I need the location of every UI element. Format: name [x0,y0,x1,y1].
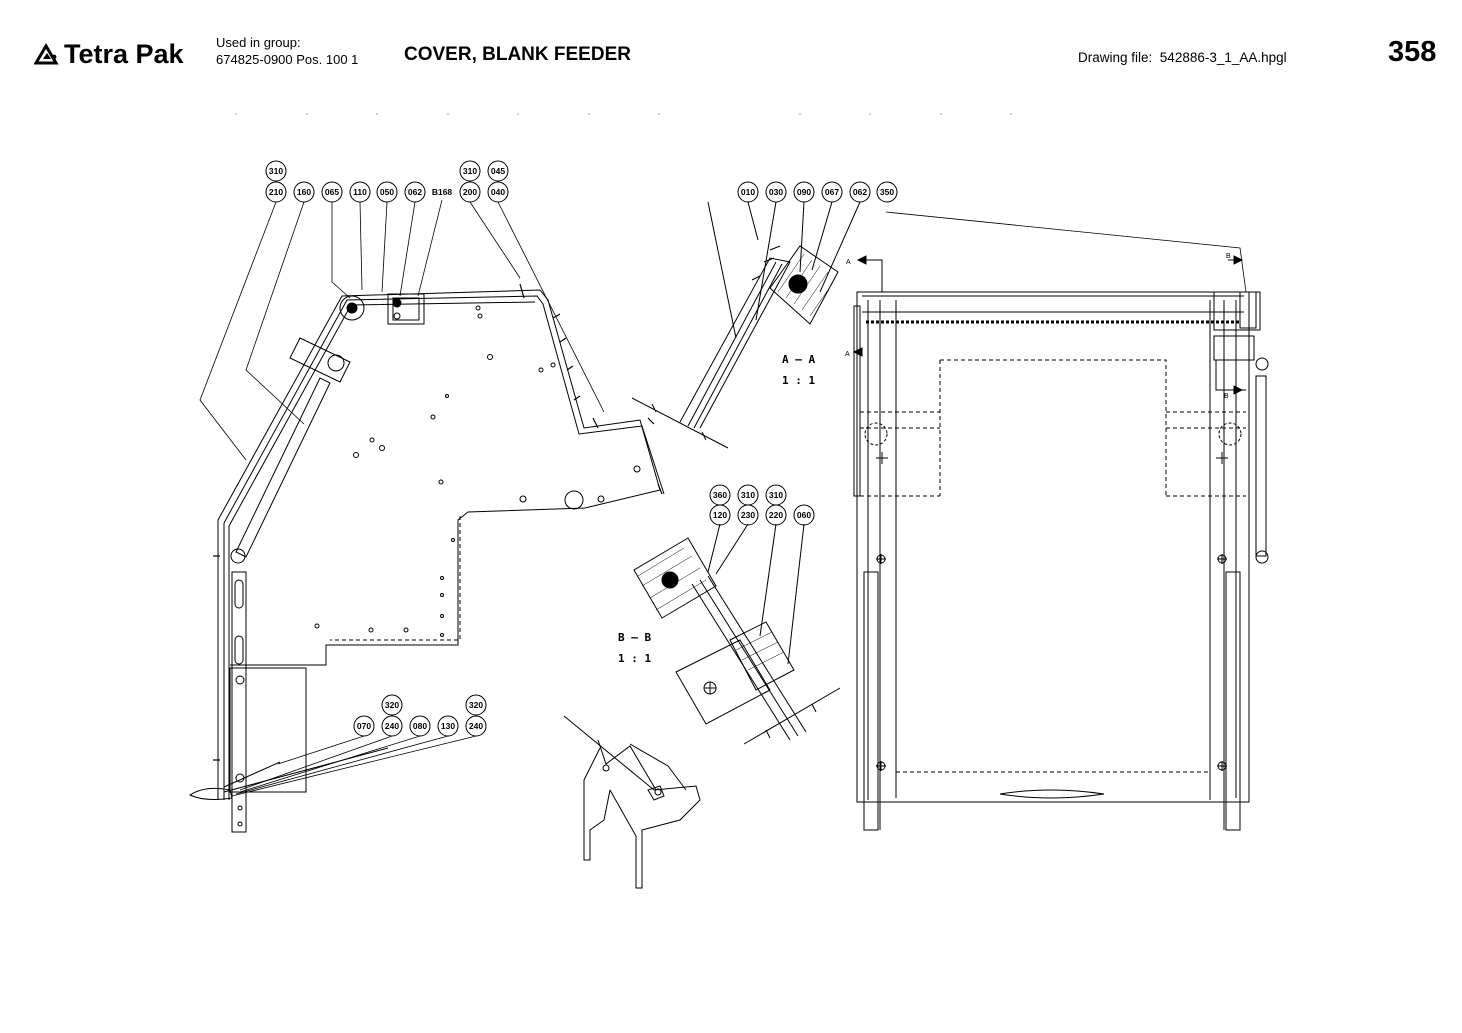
brand-name: Tetra Pak [64,39,184,69]
svg-text:010: 010 [741,187,755,197]
svg-text:350: 350 [880,187,894,197]
svg-text:065: 065 [325,187,339,197]
svg-text:090: 090 [797,187,811,197]
svg-text:240: 240 [469,721,483,731]
svg-text:067: 067 [825,187,839,197]
balloon-310-d: 310 [765,484,787,506]
tetra-pak-logo-icon [34,43,59,65]
balloon-030: 030 [765,181,787,203]
svg-text:B168: B168 [432,187,453,197]
balloon-220: 220 [765,504,787,526]
section-bb-scale: 1 : 1 [618,652,651,665]
balloon-350: 350 [876,181,898,203]
balloon-070: 070 [353,715,375,737]
used-in-group-value: 674825-0900 Pos. 100 1 [216,52,359,67]
svg-text:060: 060 [797,510,811,520]
balloon-045: 045 [487,160,509,182]
svg-text:080: 080 [413,721,427,731]
balloon-240-a: 240 [381,715,403,737]
page-title: COVER, BLANK FEEDER [404,44,631,65]
svg-text:130: 130 [441,721,455,731]
balloon-040: 040 [487,181,509,203]
side-view-leaders [199,199,605,797]
section-aa: A – A 1 : 1 [631,201,861,449]
page-number: 358 [1388,36,1437,68]
side-view [188,283,665,833]
balloon-067: 067 [821,181,843,203]
arrow-b-top: B [1226,253,1231,260]
balloon-230: 230 [737,504,759,526]
svg-text:045: 045 [491,166,505,176]
svg-text:220: 220 [769,510,783,520]
balloon-110: 110 [349,181,371,203]
drawing-file-label: Drawing file: [1078,50,1153,65]
balloon-010: 010 [737,181,759,203]
item-balloons: 310 210 160 065 110 050 062 B168 310 045… [265,160,898,737]
balloon-240-b: 240 [465,715,487,737]
svg-text:200: 200 [463,187,477,197]
svg-text:310: 310 [463,166,477,176]
svg-text:120: 120 [713,510,727,520]
balloon-310-a: 310 [265,160,287,182]
svg-text:310: 310 [269,166,283,176]
section-aa-scale: 1 : 1 [782,374,815,387]
svg-text:310: 310 [769,490,783,500]
svg-text:310: 310 [741,490,755,500]
svg-text:160: 160 [297,187,311,197]
svg-text:110: 110 [353,187,367,197]
balloon-310-c: 310 [737,484,759,506]
balloon-200: 200 [459,181,481,203]
balloon-050: 050 [376,181,398,203]
top-dot-row [235,113,1012,115]
drawing-file: Drawing file: 542886-3_1_AA.hpgl [1078,50,1287,65]
section-aa-label: A – A [782,353,815,366]
balloon-130: 130 [437,715,459,737]
balloon-090: 090 [793,181,815,203]
drawing-file-value: 542886-3_1_AA.hpgl [1159,50,1287,65]
svg-text:230: 230 [741,510,755,520]
front-view: A A B B [845,211,1269,831]
balloon-062-a: 062 [404,181,426,203]
balloon-060: 060 [793,504,815,526]
svg-text:050: 050 [380,187,394,197]
arrow-a-top: A [846,259,851,266]
brand: Tetra Pak [34,38,184,70]
svg-text:320: 320 [385,700,399,710]
arrow-a-bottom: A [845,351,850,358]
svg-text:040: 040 [491,187,505,197]
svg-text:320: 320 [469,700,483,710]
balloon-062-b: 062 [849,181,871,203]
svg-text:240: 240 [385,721,399,731]
balloon-b168: B168 [432,187,453,197]
svg-text:062: 062 [853,187,867,197]
section-bb-label: B – B [618,631,651,644]
balloon-065: 065 [321,181,343,203]
balloon-120: 120 [709,504,731,526]
header: Tetra Pak Used in group: 674825-0900 Pos… [0,0,1462,90]
used-in-group-label: Used in group: [216,35,301,50]
svg-text:062: 062 [408,187,422,197]
balloon-320-b: 320 [465,694,487,716]
section-bb: B – B 1 : 1 [618,523,841,745]
svg-text:070: 070 [357,721,371,731]
balloon-210: 210 [265,181,287,203]
used-in-group: Used in group: 674825-0900 Pos. 100 1 [216,34,358,68]
balloon-320-a: 320 [381,694,403,716]
balloon-310-b: 310 [459,160,481,182]
balloon-080: 080 [409,715,431,737]
arrow-b-bottom: B [1224,393,1229,400]
svg-text:360: 360 [713,490,727,500]
balloon-360: 360 [709,484,731,506]
iso-view [563,715,701,889]
svg-text:210: 210 [269,187,283,197]
svg-text:030: 030 [769,187,783,197]
balloon-160: 160 [293,181,315,203]
